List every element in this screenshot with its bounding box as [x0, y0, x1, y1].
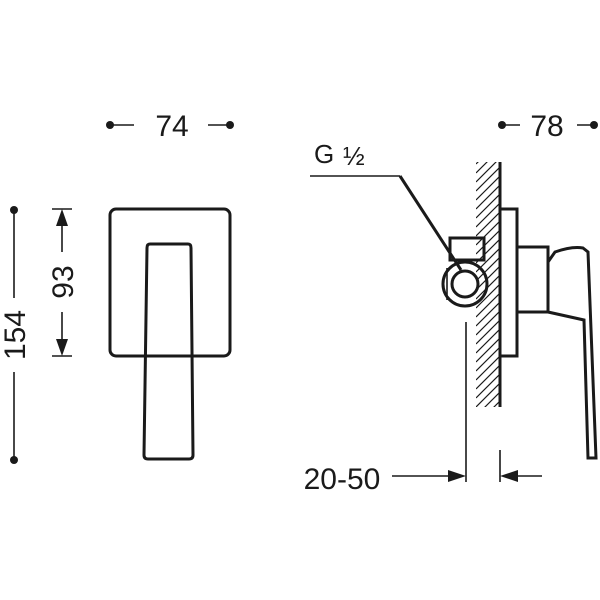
- wall-hatch-line: [476, 373, 500, 399]
- wall-hatch-line: [476, 166, 500, 192]
- wall-hatch-line: [476, 220, 500, 246]
- wall-hatch-line: [476, 328, 500, 354]
- thread-label-fraction: ½: [343, 141, 365, 171]
- side-view: 78 G ½: [304, 110, 598, 496]
- wall-hatch-line: [476, 265, 500, 291]
- depth-dimension: 78: [498, 110, 598, 143]
- wall-hatch-line: [476, 301, 500, 327]
- wall-hatch-line: [476, 175, 500, 201]
- width-dimension-label: 74: [155, 110, 188, 143]
- adjust-range-dimension: 20-50: [304, 322, 542, 496]
- wall-hatch-line: [476, 283, 500, 309]
- height-dimension-label: 154: [0, 310, 32, 360]
- wall-hatch-line: [476, 410, 500, 434]
- height-dimension: 154: [0, 206, 32, 464]
- wall-hatch-line: [493, 400, 500, 407]
- wall-hatch-line: [476, 382, 500, 407]
- pipe-connection: [441, 236, 489, 308]
- wall-hatch-line: [476, 428, 500, 452]
- wall-hatch-line: [476, 310, 500, 336]
- plate-height-dimension-label: 93: [47, 265, 80, 298]
- thread-label-letter: G: [314, 139, 334, 169]
- thread-label: G ½: [310, 139, 463, 271]
- plate-height-dimension: 93: [47, 208, 80, 357]
- wall-hatch-line: [476, 364, 500, 390]
- side-handle: [515, 245, 598, 460]
- wall-hatch-line: [476, 162, 488, 174]
- wall-hatch-line: [476, 419, 500, 443]
- front-view: 74 154 93: [0, 110, 234, 464]
- wall-hatch-line: [476, 193, 500, 219]
- wall-hatch-line: [476, 202, 500, 228]
- wall-hatch-line: [476, 229, 500, 255]
- wall-hatch-line: [476, 162, 497, 183]
- lever-handle: [142, 242, 195, 461]
- adjust-range-label: 20-50: [304, 463, 381, 496]
- wall-hatch-line: [476, 211, 500, 237]
- wall-hatch-line: [476, 355, 500, 381]
- cover-plate: [108, 207, 232, 358]
- wall-hatch-line: [476, 292, 500, 318]
- wall-hatch-line: [476, 162, 479, 165]
- wall-hatch-line: [484, 391, 500, 407]
- wall-section: [476, 162, 502, 452]
- wall-hatch-line: [476, 319, 500, 345]
- wall-hatch-line: [476, 346, 500, 372]
- wall-hatch-line: [476, 184, 500, 210]
- width-dimension: 74: [106, 110, 234, 143]
- mounting-plate: [498, 207, 519, 358]
- wall-hatch-line: [476, 337, 500, 363]
- depth-dimension-label: 78: [530, 110, 563, 143]
- wall-hatch-line: [476, 256, 500, 282]
